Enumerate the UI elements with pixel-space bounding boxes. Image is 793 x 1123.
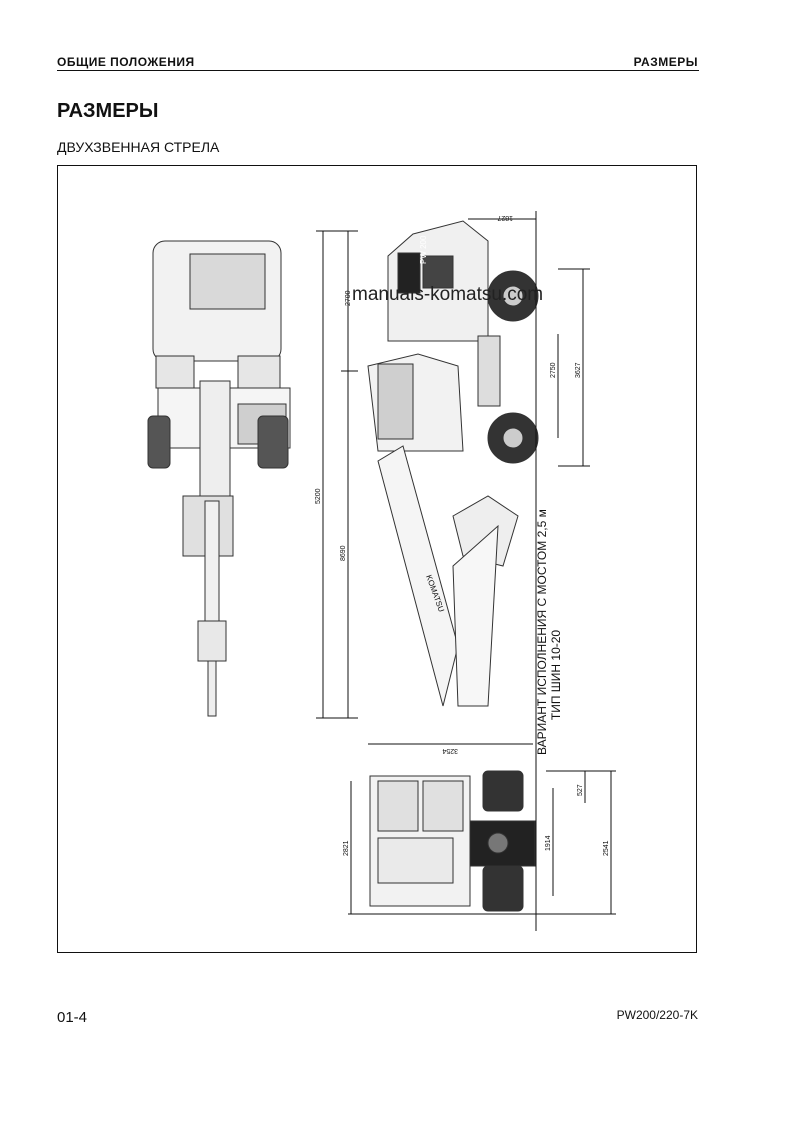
dim-boom-length: 8690: [340, 545, 347, 561]
footer-model: PW200/220-7K: [616, 1008, 698, 1022]
dim-small-offset: 527: [577, 784, 584, 796]
dim-overall-width: 2541: [603, 840, 610, 856]
front-view-machine: [369, 770, 536, 912]
figure-frame: 2700 5200 8690 1827 2750 3627 3254 2821 …: [57, 165, 697, 953]
variant-note: ВАРИАНТ ИСПОЛНЕНИЯ С МОСТОМ 2,5 м ТИП ШИ…: [535, 509, 563, 755]
top-view-machine: [147, 240, 291, 717]
dim-rear-width: 3254: [442, 747, 458, 754]
dim-wheelbase: 2750: [550, 362, 557, 378]
dim-height-total: 5200: [315, 488, 322, 504]
footer-page: 01-4: [57, 1009, 88, 1026]
dim-height-top: 2700: [345, 290, 352, 306]
header-topic: РАЗМЕРЫ: [633, 55, 698, 69]
side-view-machine: [367, 220, 539, 707]
dim-axle-width: 1914: [545, 835, 552, 851]
dim-side-height: 2821: [343, 840, 350, 856]
model-badge: PW 200: [419, 235, 428, 264]
variant-line-1: ВАРИАНТ ИСПОЛНЕНИЯ С МОСТОМ 2,5 м: [535, 509, 549, 755]
dim-width-top: 1827: [497, 214, 513, 221]
page-subtitle: ДВУХЗВЕННАЯ СТРЕЛА: [57, 139, 220, 155]
variant-line-2: ТИП ШИН 10-20: [549, 629, 563, 721]
dimension-lines: [316, 211, 616, 931]
dimension-drawing: 2700 5200 8690 1827 2750 3627 3254 2821 …: [147, 211, 616, 931]
watermark-text: manuals-komatsu.com: [352, 284, 544, 305]
dim-track: 3627: [575, 362, 582, 378]
page-title: РАЗМЕРЫ: [57, 100, 159, 122]
header-rule: [57, 70, 699, 71]
header-section: ОБЩИЕ ПОЛОЖЕНИЯ: [57, 55, 195, 69]
